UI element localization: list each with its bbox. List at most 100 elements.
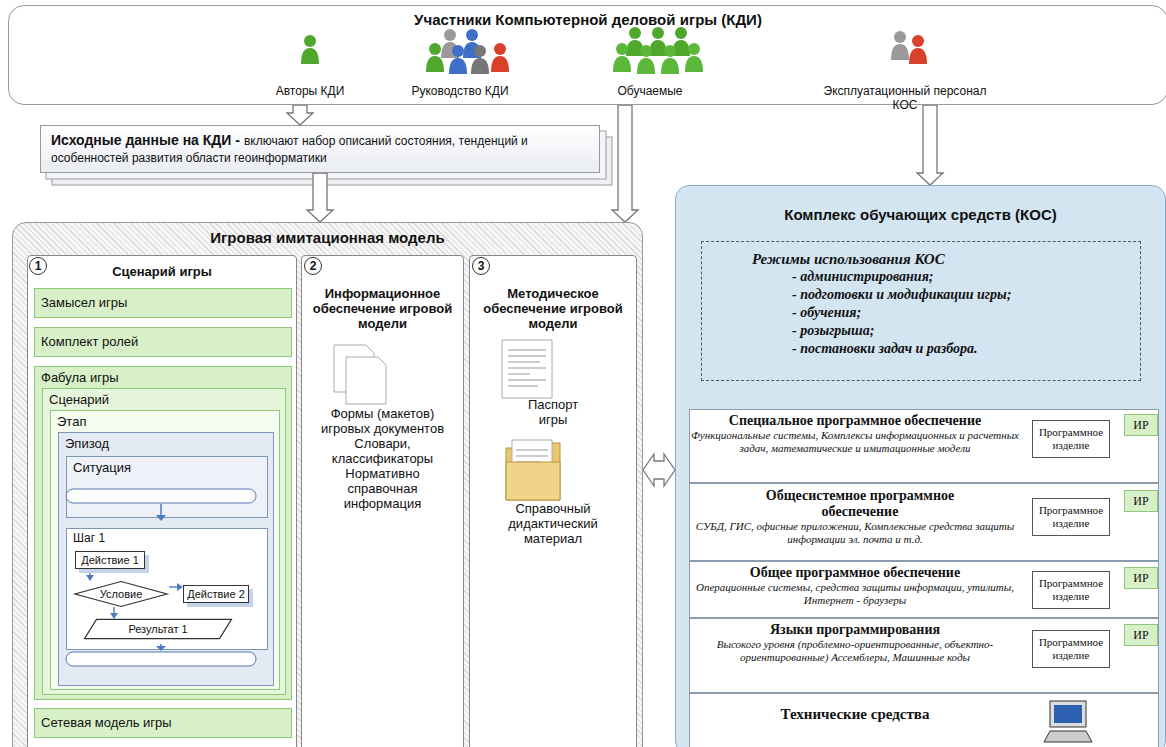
flow-arrow xyxy=(169,583,183,591)
node-text: Функциональные системы, Комплексы информ… xyxy=(690,429,1020,455)
node-title: Программное изделие xyxy=(1033,636,1109,662)
program-product-box: Программное изделие xyxy=(1032,630,1110,668)
node-title: Режимы использования КОС xyxy=(702,250,1140,268)
arrow-head xyxy=(110,613,118,619)
scenario-item: Замысел игры xyxy=(34,288,292,318)
node-title: Специальное программное обеспечение xyxy=(690,410,1020,429)
ir-box: ИР xyxy=(1124,414,1158,436)
result-parallelogram: Результат 1 xyxy=(83,619,233,639)
action-box: Действие 1 xyxy=(75,551,145,569)
game-model-panel: Игровая имитационная модельСценарий игры… xyxy=(12,222,643,747)
node-title: Действие 2 xyxy=(184,586,248,602)
node-title: Программное изделие xyxy=(1033,504,1109,530)
node-title: Общесистемное программное обеспечение xyxy=(760,484,960,520)
node-title: Фабула игры xyxy=(35,367,291,388)
node-text: Формы (макетов) игровых документов Слова… xyxy=(302,406,463,511)
ir-box: ИР xyxy=(1124,490,1158,512)
block-arrow xyxy=(917,105,943,185)
node-title: Шаг 1 xyxy=(67,529,267,547)
node-title: Игровая имитационная модель xyxy=(13,223,642,246)
node-title: Общее программное обеспечение xyxy=(690,562,1020,581)
block-arrow xyxy=(643,454,675,486)
scenario-item: Комплект ролей xyxy=(34,327,292,357)
hardware-layer: Технические средства xyxy=(689,693,1159,747)
node-title: Комплекс обучающих средств (КОС) xyxy=(676,186,1165,223)
scenario-item: Сетевая модель игры xyxy=(34,708,292,738)
node-text: - администрирования; xyxy=(702,268,1140,286)
node-title: ИР xyxy=(1125,568,1157,588)
node-title: ИР xyxy=(1125,491,1157,511)
node-title: Технические средства xyxy=(690,694,1020,723)
participant-label: Эксплуатационный персонал КОС xyxy=(820,84,990,112)
software-layer: Специальное программное обеспечениеФункц… xyxy=(689,409,1159,483)
ir-box: ИР xyxy=(1124,567,1158,589)
node-title: Языки программирования xyxy=(690,619,1020,638)
node-title: Эпизод xyxy=(59,433,273,454)
callout-number: 3 xyxy=(472,257,490,275)
block-arrow xyxy=(287,105,313,125)
node-title: Участники Компьютерной деловой игры (КДИ… xyxy=(9,6,1166,28)
node-title: Условие xyxy=(73,581,169,607)
source-data-box: Исходные данные на КДИ -включают набор о… xyxy=(40,125,600,173)
block-arrow xyxy=(612,105,638,222)
block-arrow xyxy=(307,173,333,222)
nested-box: СценарийЭтапЭпизодСитуацияШаг 1 Действие … xyxy=(42,388,286,695)
node-title: ИР xyxy=(1125,415,1157,435)
participant-label: Обучаемые xyxy=(600,84,700,98)
node-text: - обучения; xyxy=(702,304,1140,322)
training-tools-panel: Комплекс обучающих средств (КОС) Режимы и… xyxy=(675,185,1166,747)
node-title: Этап xyxy=(51,411,279,432)
info-support-column: Информационное обеспечение игровой модел… xyxy=(301,255,464,747)
node-title: Сценарий игры xyxy=(28,256,296,279)
scenario-column: Сценарий игрыЗамысел игрыКомплект ролейФ… xyxy=(27,255,297,747)
modes-box: Режимы использования КОС- администрирова… xyxy=(701,241,1141,381)
arrow-line xyxy=(89,569,90,575)
arrow-shape xyxy=(643,454,675,486)
callout-number: 2 xyxy=(304,257,322,275)
ir-box: ИР xyxy=(1124,624,1158,646)
participant-label: Авторы КДИ xyxy=(260,84,360,98)
node-title: Программное изделие xyxy=(1033,577,1109,603)
arrow-head xyxy=(86,575,94,581)
node-title: Информационное обеспечение игровой модел… xyxy=(302,256,463,331)
decision-diamond: Условие xyxy=(73,581,169,607)
situation-box: Ситуация xyxy=(66,456,268,518)
node-title: Сетевая модель игры xyxy=(35,709,291,733)
node-text: - постановки задач и разбора. xyxy=(702,340,1140,358)
node-text: - розыгрыша; xyxy=(702,322,1140,340)
callout-number: 1 xyxy=(29,257,47,275)
arrow-shape xyxy=(612,105,638,222)
node-text: - подготовки и модификации игры; xyxy=(702,286,1140,304)
node-text: Высокого уровня (проблемно-ориентированн… xyxy=(690,638,1020,664)
program-product-box: Программное изделие xyxy=(1032,571,1110,609)
flow-arrow xyxy=(110,607,118,619)
node-text: Операционные системы, средства защиты ин… xyxy=(690,581,1020,607)
node-title: Исходные данные на КДИ - xyxy=(51,132,240,148)
arrow-line xyxy=(113,607,114,613)
participant-label: Руководство КДИ xyxy=(405,84,515,98)
arrow-line xyxy=(169,586,177,587)
step-box: Шаг 1 Действие 1 Условие Действие 2 Результа… xyxy=(66,528,268,650)
node-title: Сценарий xyxy=(43,389,285,410)
node-text: Паспорт игры xyxy=(513,397,593,427)
node-title: Действие 1 xyxy=(76,552,144,568)
plot-box: Фабула игрыСценарийЭтапЭпизодСитуацияШаг… xyxy=(34,366,292,700)
software-layer: Общее программное обеспечениеОперационны… xyxy=(689,561,1159,618)
method-support-column: Методическое обеспечение игровой моделиП… xyxy=(469,255,637,747)
node-title: Результат 1 xyxy=(83,619,233,639)
nested-box: ЭпизодСитуацияШаг 1 Действие 1 Условие Дейс… xyxy=(58,432,274,686)
node-text: Справочный дидактический материал xyxy=(493,501,613,546)
software-layer: Общесистемное программное обеспечениеСУБ… xyxy=(689,483,1159,561)
node-title: Методическое обеспечение игровой модели xyxy=(470,256,636,331)
node-text: СУБД, ГИС, офисные приложении, Комплексн… xyxy=(690,520,1020,546)
node-title: Комплект ролей xyxy=(35,328,291,352)
software-layer: Языки программированияВысокого уровня (п… xyxy=(689,618,1159,693)
arrow-shape xyxy=(917,105,943,185)
arrow-shape xyxy=(287,105,313,125)
program-product-box: Программное изделие xyxy=(1032,420,1110,458)
participants-band: Участники Компьютерной деловой игры (КДИ… xyxy=(8,5,1166,105)
node-title: Ситуация xyxy=(67,457,267,478)
flow-arrow xyxy=(86,569,94,581)
node-title: Замысел игры xyxy=(35,289,291,313)
